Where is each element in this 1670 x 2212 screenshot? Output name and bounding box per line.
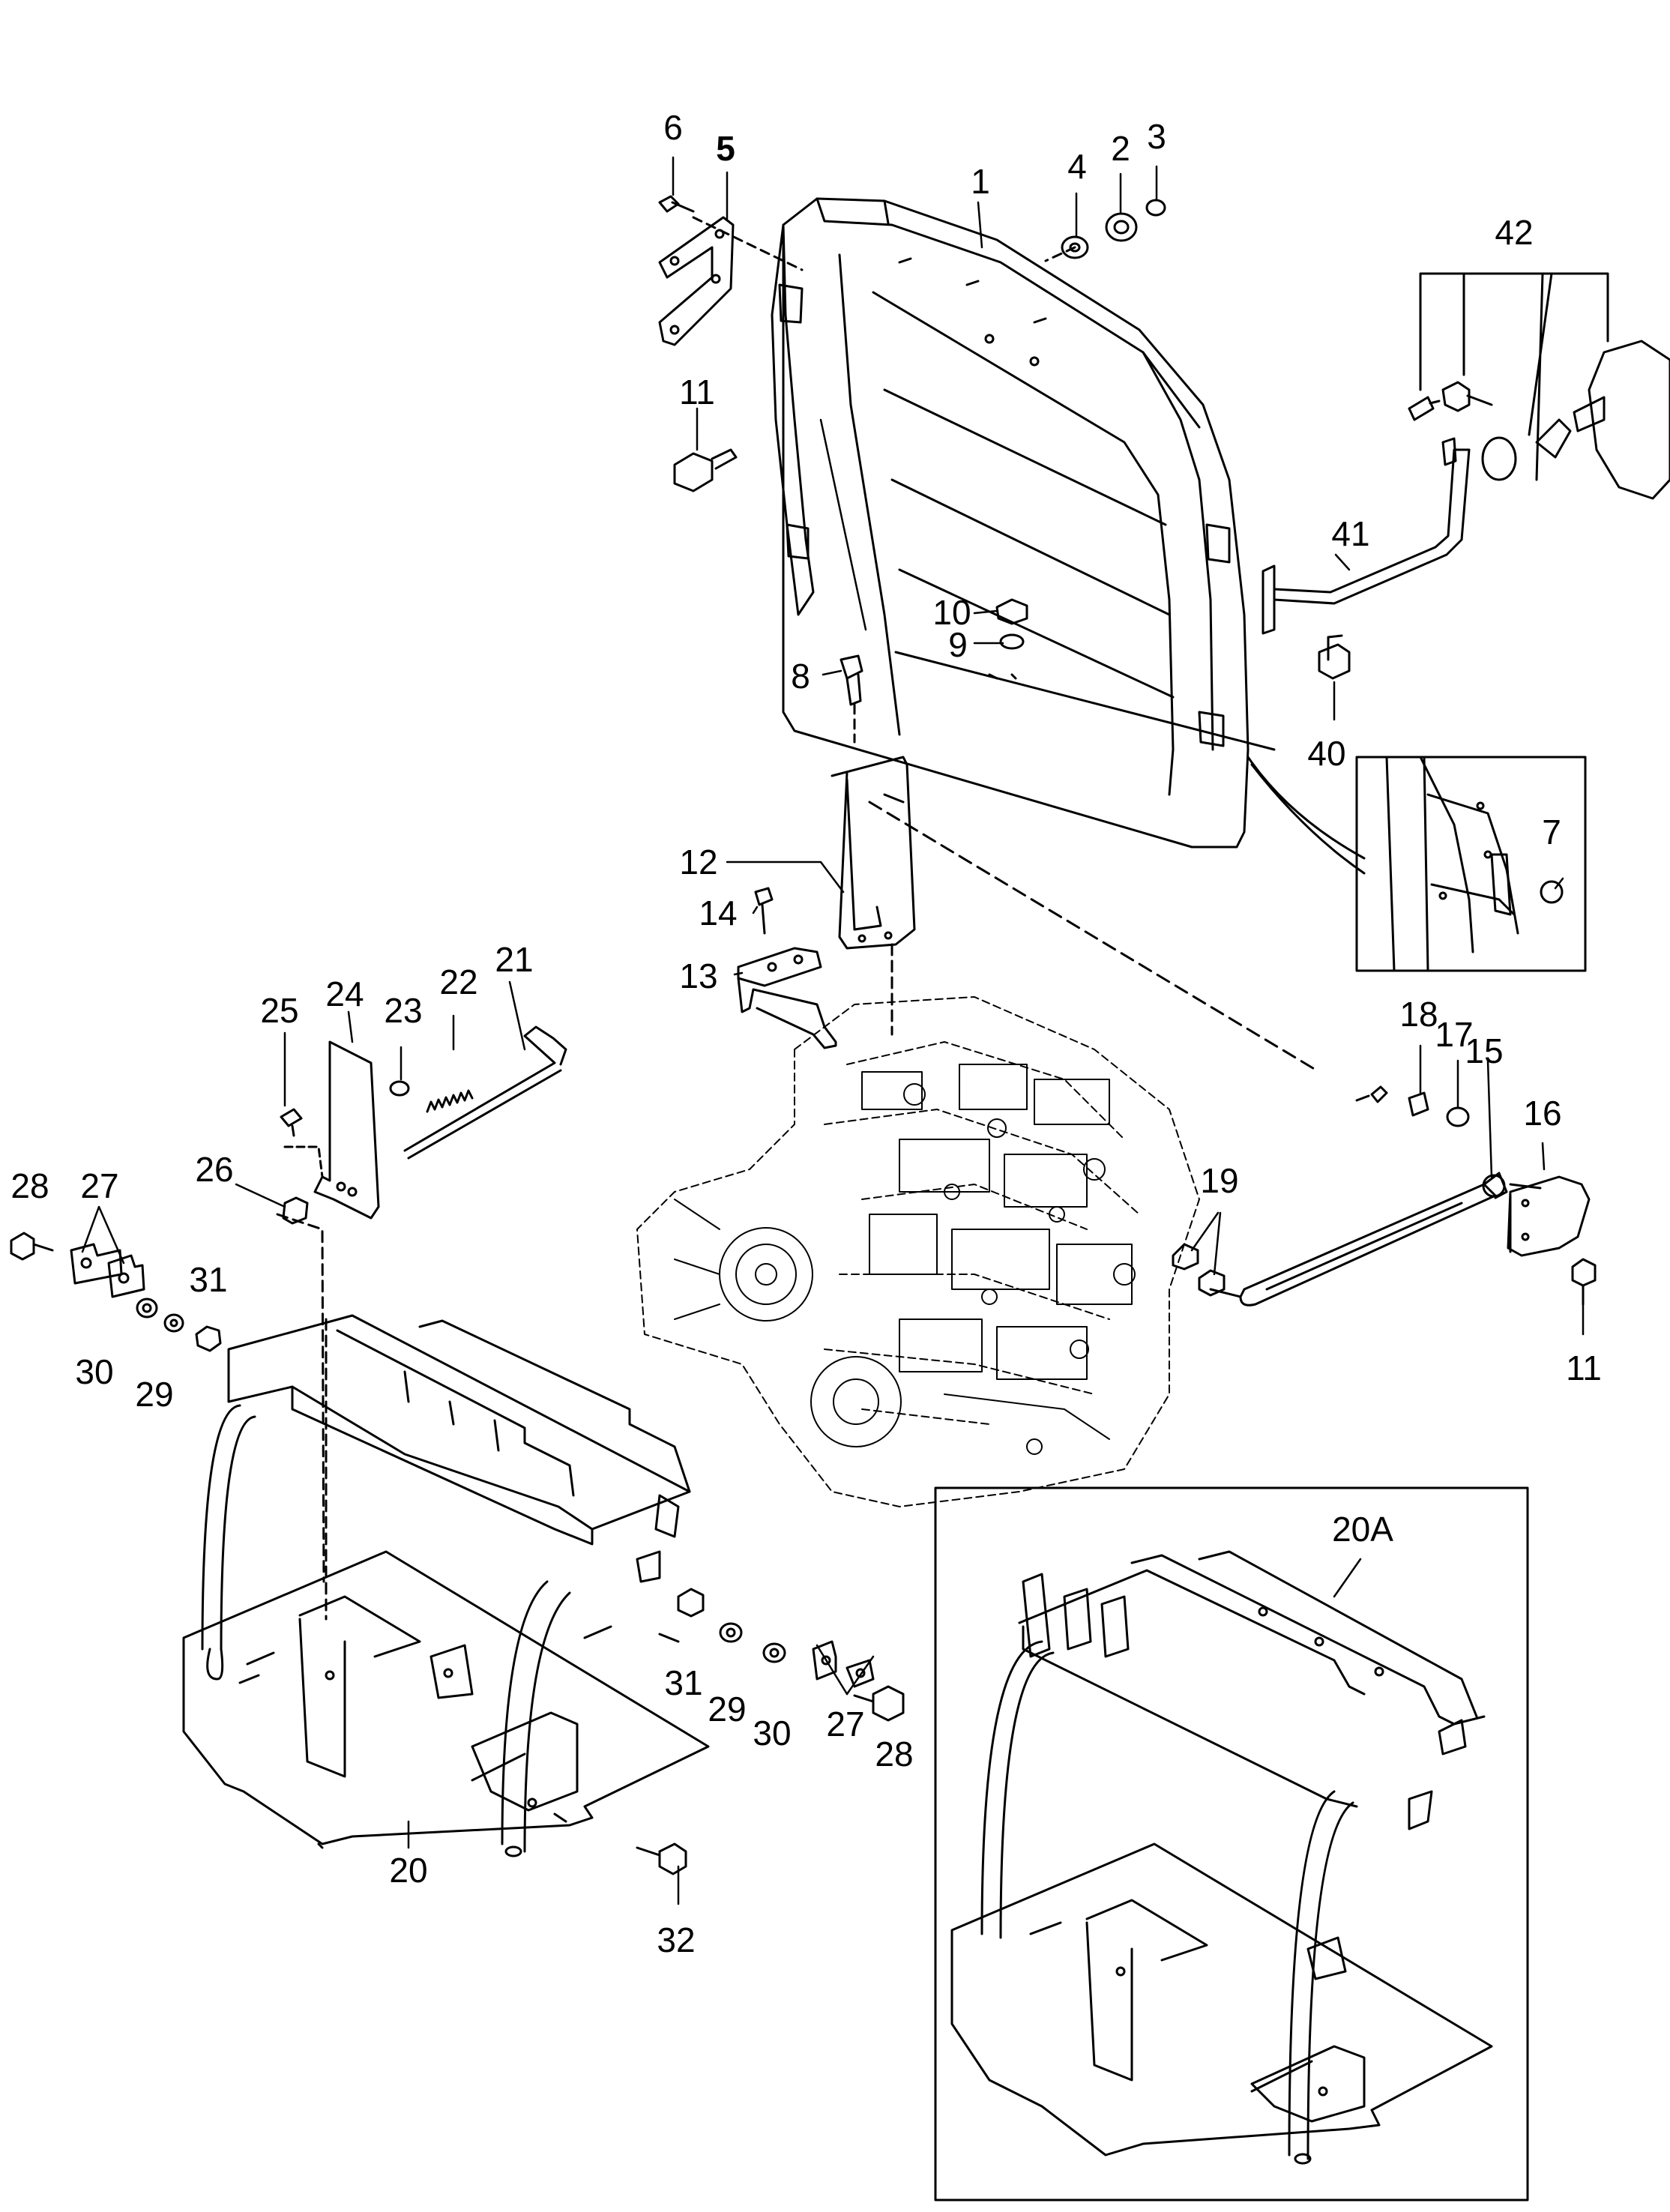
lock-pin-assembly xyxy=(280,1025,567,1225)
callout-26: 26 xyxy=(195,1150,234,1189)
callout-32: 32 xyxy=(657,1920,696,1959)
callout-2: 2 xyxy=(1111,129,1130,168)
callout-17: 17 xyxy=(1435,1015,1474,1054)
callout-13: 13 xyxy=(679,956,718,995)
callout-16: 16 xyxy=(1523,1094,1562,1133)
callout-6: 6 xyxy=(663,108,683,147)
callout-10: 10 xyxy=(932,593,971,632)
bracket-5 xyxy=(658,195,804,346)
engine-detail-lines xyxy=(674,1064,1136,1455)
callout-27-right: 27 xyxy=(826,1705,865,1744)
callout-22: 22 xyxy=(439,962,478,1001)
callout-20a: 20A xyxy=(1332,1510,1393,1549)
callout-4: 4 xyxy=(1067,147,1087,186)
callout-12: 12 xyxy=(679,843,718,882)
bolt-nut-8-9-10 xyxy=(839,598,1028,744)
inset-detail-7 xyxy=(1247,756,1587,972)
callout-20: 20 xyxy=(389,1851,428,1890)
callout-19: 19 xyxy=(1200,1161,1239,1200)
callout-1: 1 xyxy=(971,162,990,201)
callout-11-top: 11 xyxy=(679,373,715,412)
callout-24: 24 xyxy=(325,974,364,1013)
callout-28-left: 28 xyxy=(10,1166,49,1205)
grommet-parts xyxy=(1044,199,1166,262)
callout-14: 14 xyxy=(699,893,738,932)
leader-lines xyxy=(81,156,1585,1905)
callout-41: 41 xyxy=(1331,514,1370,553)
bolt-11-top xyxy=(673,448,738,492)
callout-8: 8 xyxy=(791,657,810,696)
battery-stand-20 xyxy=(182,1213,710,1857)
callout-30-left: 30 xyxy=(75,1352,114,1391)
callout-40: 40 xyxy=(1307,734,1346,773)
callout-9: 9 xyxy=(948,625,968,664)
inset-20a-battery-stand xyxy=(934,1486,1529,2202)
guard-frame xyxy=(771,197,1276,849)
callout-29-right: 29 xyxy=(708,1690,747,1729)
callout-11-right: 11 xyxy=(1566,1348,1602,1387)
callout-42: 42 xyxy=(1495,213,1534,252)
callout-3: 3 xyxy=(1147,117,1166,156)
callout-28-right: 28 xyxy=(875,1735,914,1773)
callout-25: 25 xyxy=(260,991,299,1030)
callout-5: 5 xyxy=(716,129,735,168)
callout-15: 15 xyxy=(1465,1031,1504,1070)
callout-29-left: 29 xyxy=(135,1375,174,1414)
callout-23: 23 xyxy=(384,991,423,1030)
callout-31-right: 31 xyxy=(664,1663,703,1702)
callout-7: 7 xyxy=(1542,813,1561,852)
support-bracket-12 xyxy=(831,756,1321,1073)
callout-21: 21 xyxy=(495,940,534,979)
engine-dashed-outline xyxy=(636,996,1200,1507)
callout-30-right: 30 xyxy=(753,1714,792,1753)
callout-31-left: 31 xyxy=(189,1260,228,1299)
clamp-hardware-left xyxy=(10,1232,222,1352)
clamp-hardware-right xyxy=(636,1588,905,1875)
callout-18: 18 xyxy=(1399,995,1438,1034)
callout-27-left: 27 xyxy=(80,1166,119,1205)
mirror-assembly xyxy=(1261,272,1670,680)
